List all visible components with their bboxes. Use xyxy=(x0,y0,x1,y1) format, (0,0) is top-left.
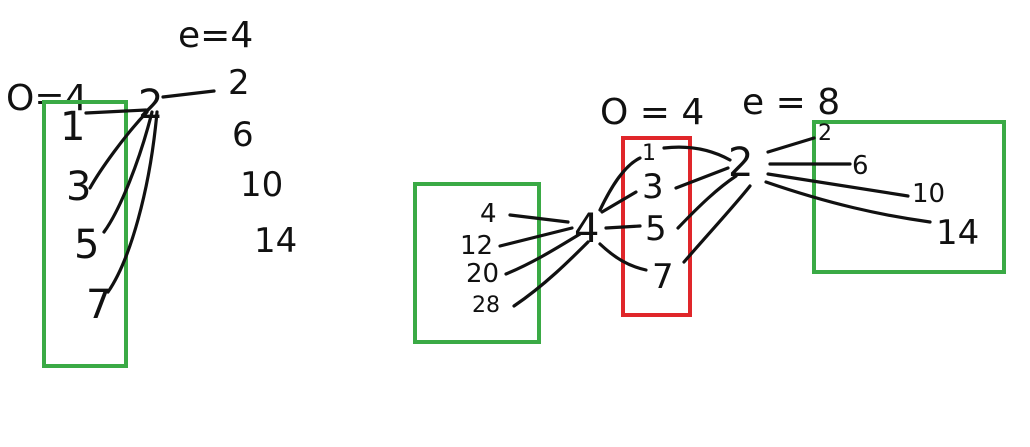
right-middle-node-7: 7 xyxy=(652,257,674,297)
right-edge-2-to-14 xyxy=(764,180,932,224)
right-left-node-4: 4 xyxy=(480,199,497,229)
left-right-node-14: 14 xyxy=(254,221,297,261)
right-edge-20-to-4 xyxy=(504,232,582,276)
right-edge-12-to-4 xyxy=(498,226,574,248)
right-edge-3-to-2 xyxy=(674,166,730,190)
right-edge-7-to-2 xyxy=(682,184,752,264)
right-middle-node-3: 3 xyxy=(642,167,664,207)
right-edge-4-to-7 xyxy=(598,242,648,272)
left-edge-3-to-2 xyxy=(88,110,149,190)
left-o-label: O=4 xyxy=(6,78,87,119)
left-edge-7-to-2 xyxy=(106,110,159,294)
left-node-7: 7 xyxy=(86,282,111,328)
left-e-label: e=4 xyxy=(178,15,253,56)
right-o-label: O = 4 xyxy=(600,92,704,133)
left-figure: e=4 O=4 2 1 3 5 7 2 6 10 14 xyxy=(6,15,297,368)
left-edge-5-to-2 xyxy=(102,110,154,234)
right-edge-1-to-2 xyxy=(662,145,732,162)
right-left-node-12: 12 xyxy=(460,231,493,261)
right-left-node-28: 28 xyxy=(472,293,500,318)
right-right-node-6: 6 xyxy=(852,151,869,181)
right-edge-28-to-4 xyxy=(512,240,590,308)
right-right-node-2: 2 xyxy=(818,121,832,146)
right-middle-node-1: 1 xyxy=(642,141,656,166)
right-figure: O = 4 e = 8 4 12 20 28 4 1 3 5 7 2 2 6 1… xyxy=(413,82,1006,344)
right-edge-5-to-2 xyxy=(676,174,738,230)
right-left-group-box xyxy=(413,182,541,344)
right-left-node-20: 20 xyxy=(466,259,499,289)
right-edge-2-to-2 xyxy=(766,136,816,154)
right-edge-4-to-5 xyxy=(604,224,642,230)
left-right-node-2: 2 xyxy=(228,63,250,103)
right-right-node-14: 14 xyxy=(936,213,979,253)
right-right-node-10: 10 xyxy=(912,179,945,209)
left-edge-1-to-2 xyxy=(84,108,148,115)
right-e-label: e = 8 xyxy=(742,82,840,123)
right-edge-2-to-10 xyxy=(766,172,910,198)
left-node-1: 1 xyxy=(60,104,85,150)
right-middle-node-5: 5 xyxy=(645,209,667,249)
left-edge-2-to-2 xyxy=(161,89,216,99)
left-node-5: 5 xyxy=(74,222,99,268)
right-edge-4-to-3 xyxy=(600,190,638,214)
right-edge-4-to-4 xyxy=(508,213,570,224)
left-odd-group-box xyxy=(42,100,128,368)
left-node-3: 3 xyxy=(66,164,91,210)
left-right-node-6: 6 xyxy=(232,115,254,155)
right-edge-4-to-1 xyxy=(598,156,642,212)
left-right-node-10: 10 xyxy=(240,165,283,205)
